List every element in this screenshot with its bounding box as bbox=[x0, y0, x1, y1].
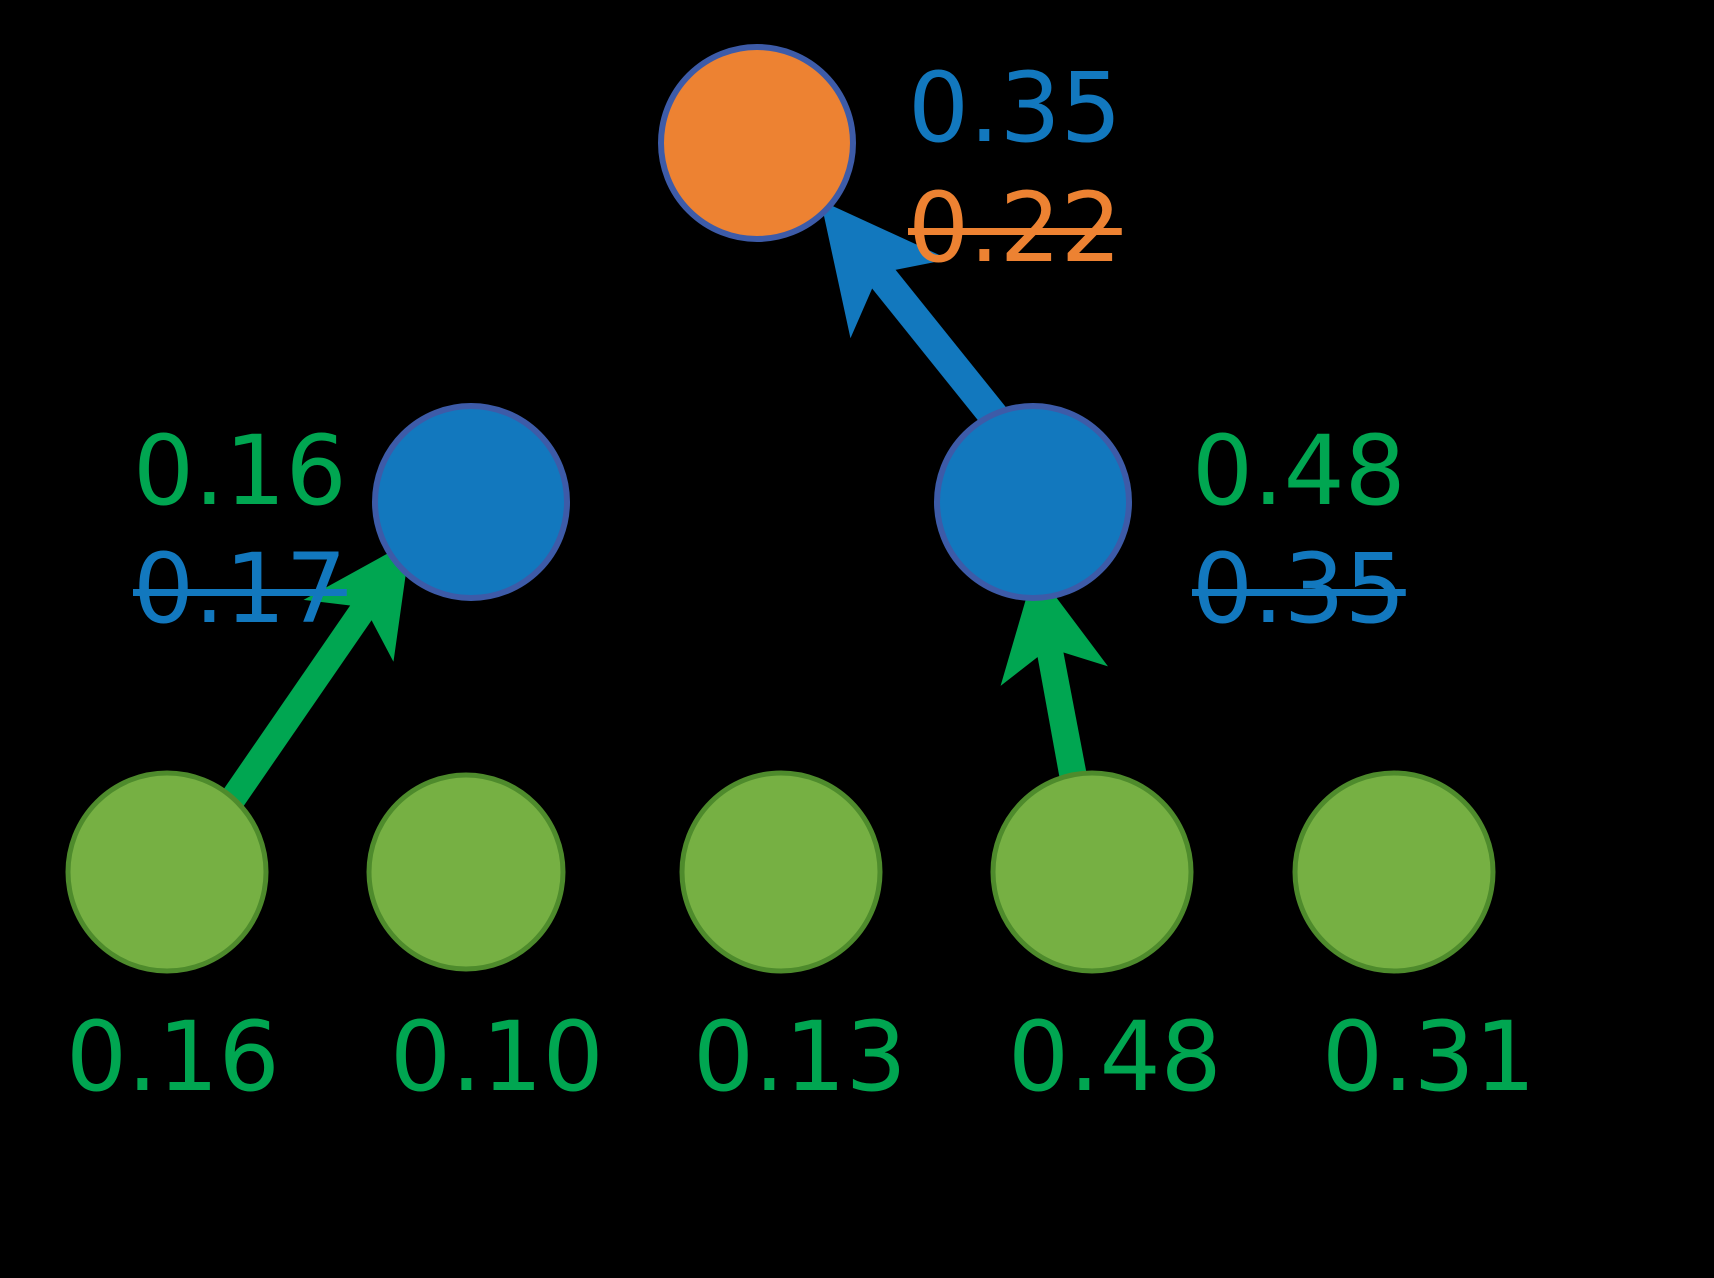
internal-right-label-old: 0.35 bbox=[1192, 533, 1406, 645]
leaf-node-layer bbox=[65, 770, 1496, 974]
internal-left-label-old: 0.17 bbox=[133, 533, 347, 645]
internal-right-label-new: 0.48 bbox=[1192, 415, 1406, 527]
internal-left-label-new: 0.16 bbox=[133, 415, 347, 527]
leaf-label-4: 0.48 bbox=[1008, 1001, 1222, 1113]
leaf-node-3[interactable] bbox=[679, 770, 883, 974]
root-label-new: 0.35 bbox=[908, 52, 1122, 164]
leaf-label-3: 0.13 bbox=[693, 1001, 907, 1113]
edge-internal-right-to-root bbox=[820, 200, 1017, 440]
root-node[interactable] bbox=[658, 44, 856, 242]
leaf-node-1[interactable] bbox=[65, 770, 269, 974]
leaf-label-1: 0.16 bbox=[66, 1001, 280, 1113]
internal-node-layer bbox=[372, 403, 1132, 601]
leaf-node-2[interactable] bbox=[366, 772, 566, 972]
root-label-old: 0.22 bbox=[908, 172, 1122, 284]
internal-node-right[interactable] bbox=[934, 403, 1132, 601]
leaf-label-5: 0.31 bbox=[1322, 1001, 1536, 1113]
internal-node-left[interactable] bbox=[372, 403, 570, 601]
leaf-node-5[interactable] bbox=[1292, 770, 1496, 974]
edge-leaf4-to-internal-right-head bbox=[1000, 568, 1109, 793]
root-node-layer bbox=[658, 44, 856, 242]
leaf-label-2: 0.10 bbox=[390, 1001, 604, 1113]
edge-leaf1-to-internal-left bbox=[221, 540, 411, 808]
leaf-node-4[interactable] bbox=[990, 770, 1194, 974]
edge-layer bbox=[221, 200, 1109, 808]
